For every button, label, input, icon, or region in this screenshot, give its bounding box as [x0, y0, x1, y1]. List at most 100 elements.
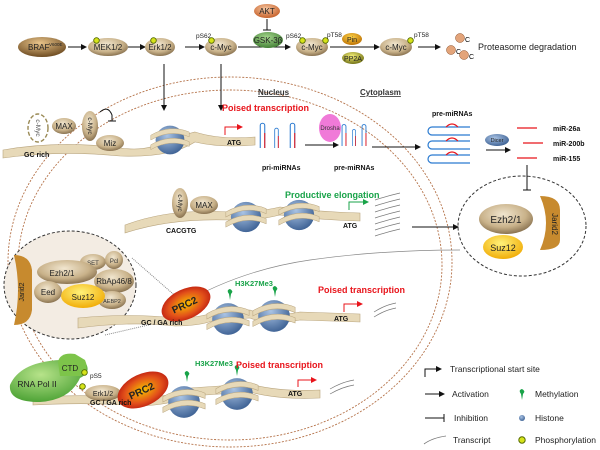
cacgtg-label: CACGTG: [166, 228, 197, 235]
svg-text:pT58: pT58: [414, 32, 429, 39]
svg-text:Pcl: Pcl: [110, 259, 118, 265]
inset-aebp2: AEBP2: [98, 291, 126, 309]
svg-text:Drosha: Drosha: [320, 126, 340, 132]
mature-mirnas: [517, 127, 543, 159]
nucleus-label: Nucleus: [258, 88, 290, 97]
tss-arrow: [348, 199, 369, 210]
histone-nucleosome: [215, 377, 259, 411]
svg-text:Eed: Eed: [41, 288, 55, 297]
mir-200b-label: miR-200b: [553, 141, 585, 148]
svg-text:GSK-3β: GSK-3β: [254, 36, 283, 45]
inhibition-line: [99, 108, 113, 121]
ps5-label: pS5: [90, 373, 102, 380]
akt-node: AKT: [254, 4, 280, 18]
h3k27me3-label: H3K27Me3: [195, 359, 233, 368]
legend-tss-label: Transcriptional start site: [450, 364, 540, 374]
pri-mirna-hairpin: [274, 127, 279, 149]
svg-text:MAX: MAX: [55, 122, 73, 131]
poised-transcription-label: Poised transcription: [236, 360, 323, 370]
histone-nucleosome: [225, 201, 267, 233]
mek-node: MEK1/2: [88, 37, 128, 56]
inset-pcl: Pcl: [105, 251, 123, 269]
svg-text:pS62: pS62: [286, 33, 302, 40]
histone-nucleosome: [206, 302, 250, 336]
phosphorylation-icon: [93, 37, 100, 44]
phosphorylation-icon: [81, 369, 88, 376]
svg-text:c-Myc: c-Myc: [385, 43, 406, 52]
svg-text:MAX: MAX: [195, 201, 213, 210]
nuclear-membrane-outer: [7, 76, 453, 448]
legend-transcript-icon: [423, 435, 447, 445]
mir-26a-label: miR-26a: [553, 126, 580, 133]
proteasome-degradation-label: Proteasome degradation: [478, 42, 577, 52]
svg-text:SET: SET: [87, 261, 99, 267]
tss-arrow: [297, 377, 317, 387]
pri-mirna-hairpin: [259, 122, 266, 149]
miz-protein: Miz: [96, 135, 124, 151]
methylation-icon: [272, 286, 278, 297]
svg-text:AKT: AKT: [259, 7, 275, 16]
methylation-icon: [184, 371, 190, 382]
gsk3b-node: GSK-3β: [253, 32, 283, 48]
legend-activation-label: Activation: [452, 389, 489, 399]
svg-text:Dicer: Dicer: [491, 138, 504, 144]
legend-phosphorylation-label: Phosphorylation: [535, 435, 596, 445]
svg-text:Pin: Pin: [347, 37, 357, 44]
gc-ga-rich-label: GC / GA rich: [90, 400, 131, 407]
max-protein: MAX: [52, 118, 76, 134]
svg-text:c-Myc: c-Myc: [176, 194, 183, 212]
svg-text:CTD: CTD: [62, 364, 79, 373]
prc2-complex: PRC2: [117, 371, 169, 409]
svg-text:c-Myc: c-Myc: [34, 119, 41, 137]
svg-text:RNA Pol II: RNA Pol II: [17, 379, 56, 389]
cyto-pre-mirnas: [427, 123, 470, 164]
cmyc-node-3: c-Myc pT58: [380, 32, 429, 56]
svg-text:Suz12: Suz12: [490, 243, 516, 253]
svg-text:pS62: pS62: [196, 33, 212, 40]
histone-nucleosome: [162, 385, 206, 419]
svg-text:Jarid2: Jarid2: [550, 213, 559, 235]
atg-label: ATG: [288, 391, 303, 398]
phosphorylation-icon: [79, 383, 86, 390]
svg-text:RbAp46/8: RbAp46/8: [96, 277, 132, 286]
svg-text:c-Myc: c-Myc: [210, 43, 231, 52]
pp2a-node: PP2A: [342, 52, 364, 64]
inset-ezh2: Ezh2/1: [37, 260, 97, 284]
inset-rbap: RbAp46/8: [94, 269, 134, 293]
dicer: [485, 134, 509, 146]
atg-label: ATG: [227, 140, 242, 147]
phosphorylation-icon: [407, 37, 414, 44]
svg-text:C: C: [469, 54, 474, 61]
max-protein: MAX: [190, 196, 218, 214]
pri-mirnas-label: pri-miRNAs: [262, 165, 301, 172]
methylation-icon: [227, 289, 233, 300]
h3k27me3-label: H3K27Me3: [235, 279, 273, 288]
phosphorylation-icon: [518, 436, 526, 444]
suz12-protein: Suz12: [483, 235, 523, 259]
histone-nucleosome: [278, 199, 320, 231]
svg-text:BRAF: BRAF: [28, 43, 49, 52]
inset-jarid2: Jarid2: [14, 255, 32, 325]
svg-text:Jarid2: Jarid2: [19, 282, 26, 301]
gc-rich-label: GC rich: [24, 152, 49, 159]
histone-icon: [519, 415, 525, 421]
inset-suz12: Suz12: [61, 284, 105, 308]
erk-protein: Erk1/2: [85, 385, 121, 401]
pre-mirna-hairpin: [361, 124, 367, 147]
atg-label: ATG: [334, 316, 349, 323]
mir-155-label: miR-155: [553, 156, 580, 163]
svg-text:c-Myc: c-Myc: [86, 117, 93, 135]
legend-inhibition-label: Inhibition: [454, 413, 488, 423]
legend-histone-label: Histone: [535, 413, 564, 423]
cmyc-absent: [27, 113, 49, 143]
pre-mirnas-label: pre-miRNAs: [334, 165, 375, 172]
svg-text:PP2A: PP2A: [344, 56, 362, 63]
tss-arrow: [224, 124, 243, 135]
phosphorylation-icon: [150, 37, 157, 44]
proteasome-fragments: C C C: [446, 33, 474, 61]
legend-tss-icon: [424, 366, 442, 377]
svg-text:C: C: [465, 37, 470, 44]
inset-pointer-line: [131, 257, 181, 301]
svg-text:c-Myc: c-Myc: [301, 43, 322, 52]
svg-text:V600E: V600E: [49, 42, 63, 47]
